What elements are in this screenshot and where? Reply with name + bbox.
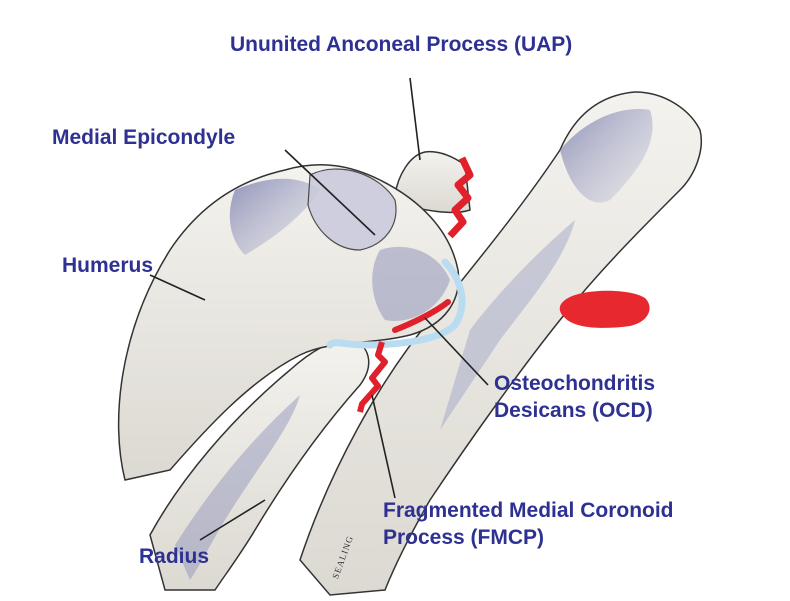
label-radius: Radius [139,545,210,568]
label-fmcp-line2: Process (FMCP) [383,526,545,549]
humerus-shading [229,178,320,255]
label-humerus: Humerus [62,254,154,277]
medial-epicondyle [307,168,397,251]
ocd-lesion [392,299,451,333]
radius-bone [149,337,370,591]
label-ocd-line1: Osteochondritis [494,372,656,395]
anconeal-process [394,150,471,214]
leader-fmcp [371,394,396,499]
articular-cartilage [326,258,466,349]
label-uap: Ununited Anconeal Process (UAP) [230,33,573,56]
radius-shading [175,395,300,580]
humerus-lower-shading [372,246,450,321]
label-ocd: Osteochondritis Desicans (OCD) [494,370,655,424]
leader-radius [199,499,266,541]
ulna-shaft-shading [440,220,575,430]
label-medial-epicondyle: Medial Epicondyle [52,126,236,149]
leader-medial-epicondyle [284,149,376,236]
leader-lines [149,77,489,541]
label-fmcp: Fragmented Medial Coronoid Process (FMCP… [383,497,674,551]
uap-fracture-line [447,156,474,239]
leader-humerus [149,274,206,301]
leader-ocd [424,317,489,386]
fmcp-fracture-line [357,341,388,413]
red-marker-highlight [559,290,650,328]
label-fmcp-line1: Fragmented Medial Coronoid [383,499,674,522]
leader-uap [409,77,421,161]
ulna-shading [560,109,653,203]
label-ocd-line2: Desicans (OCD) [494,399,653,422]
